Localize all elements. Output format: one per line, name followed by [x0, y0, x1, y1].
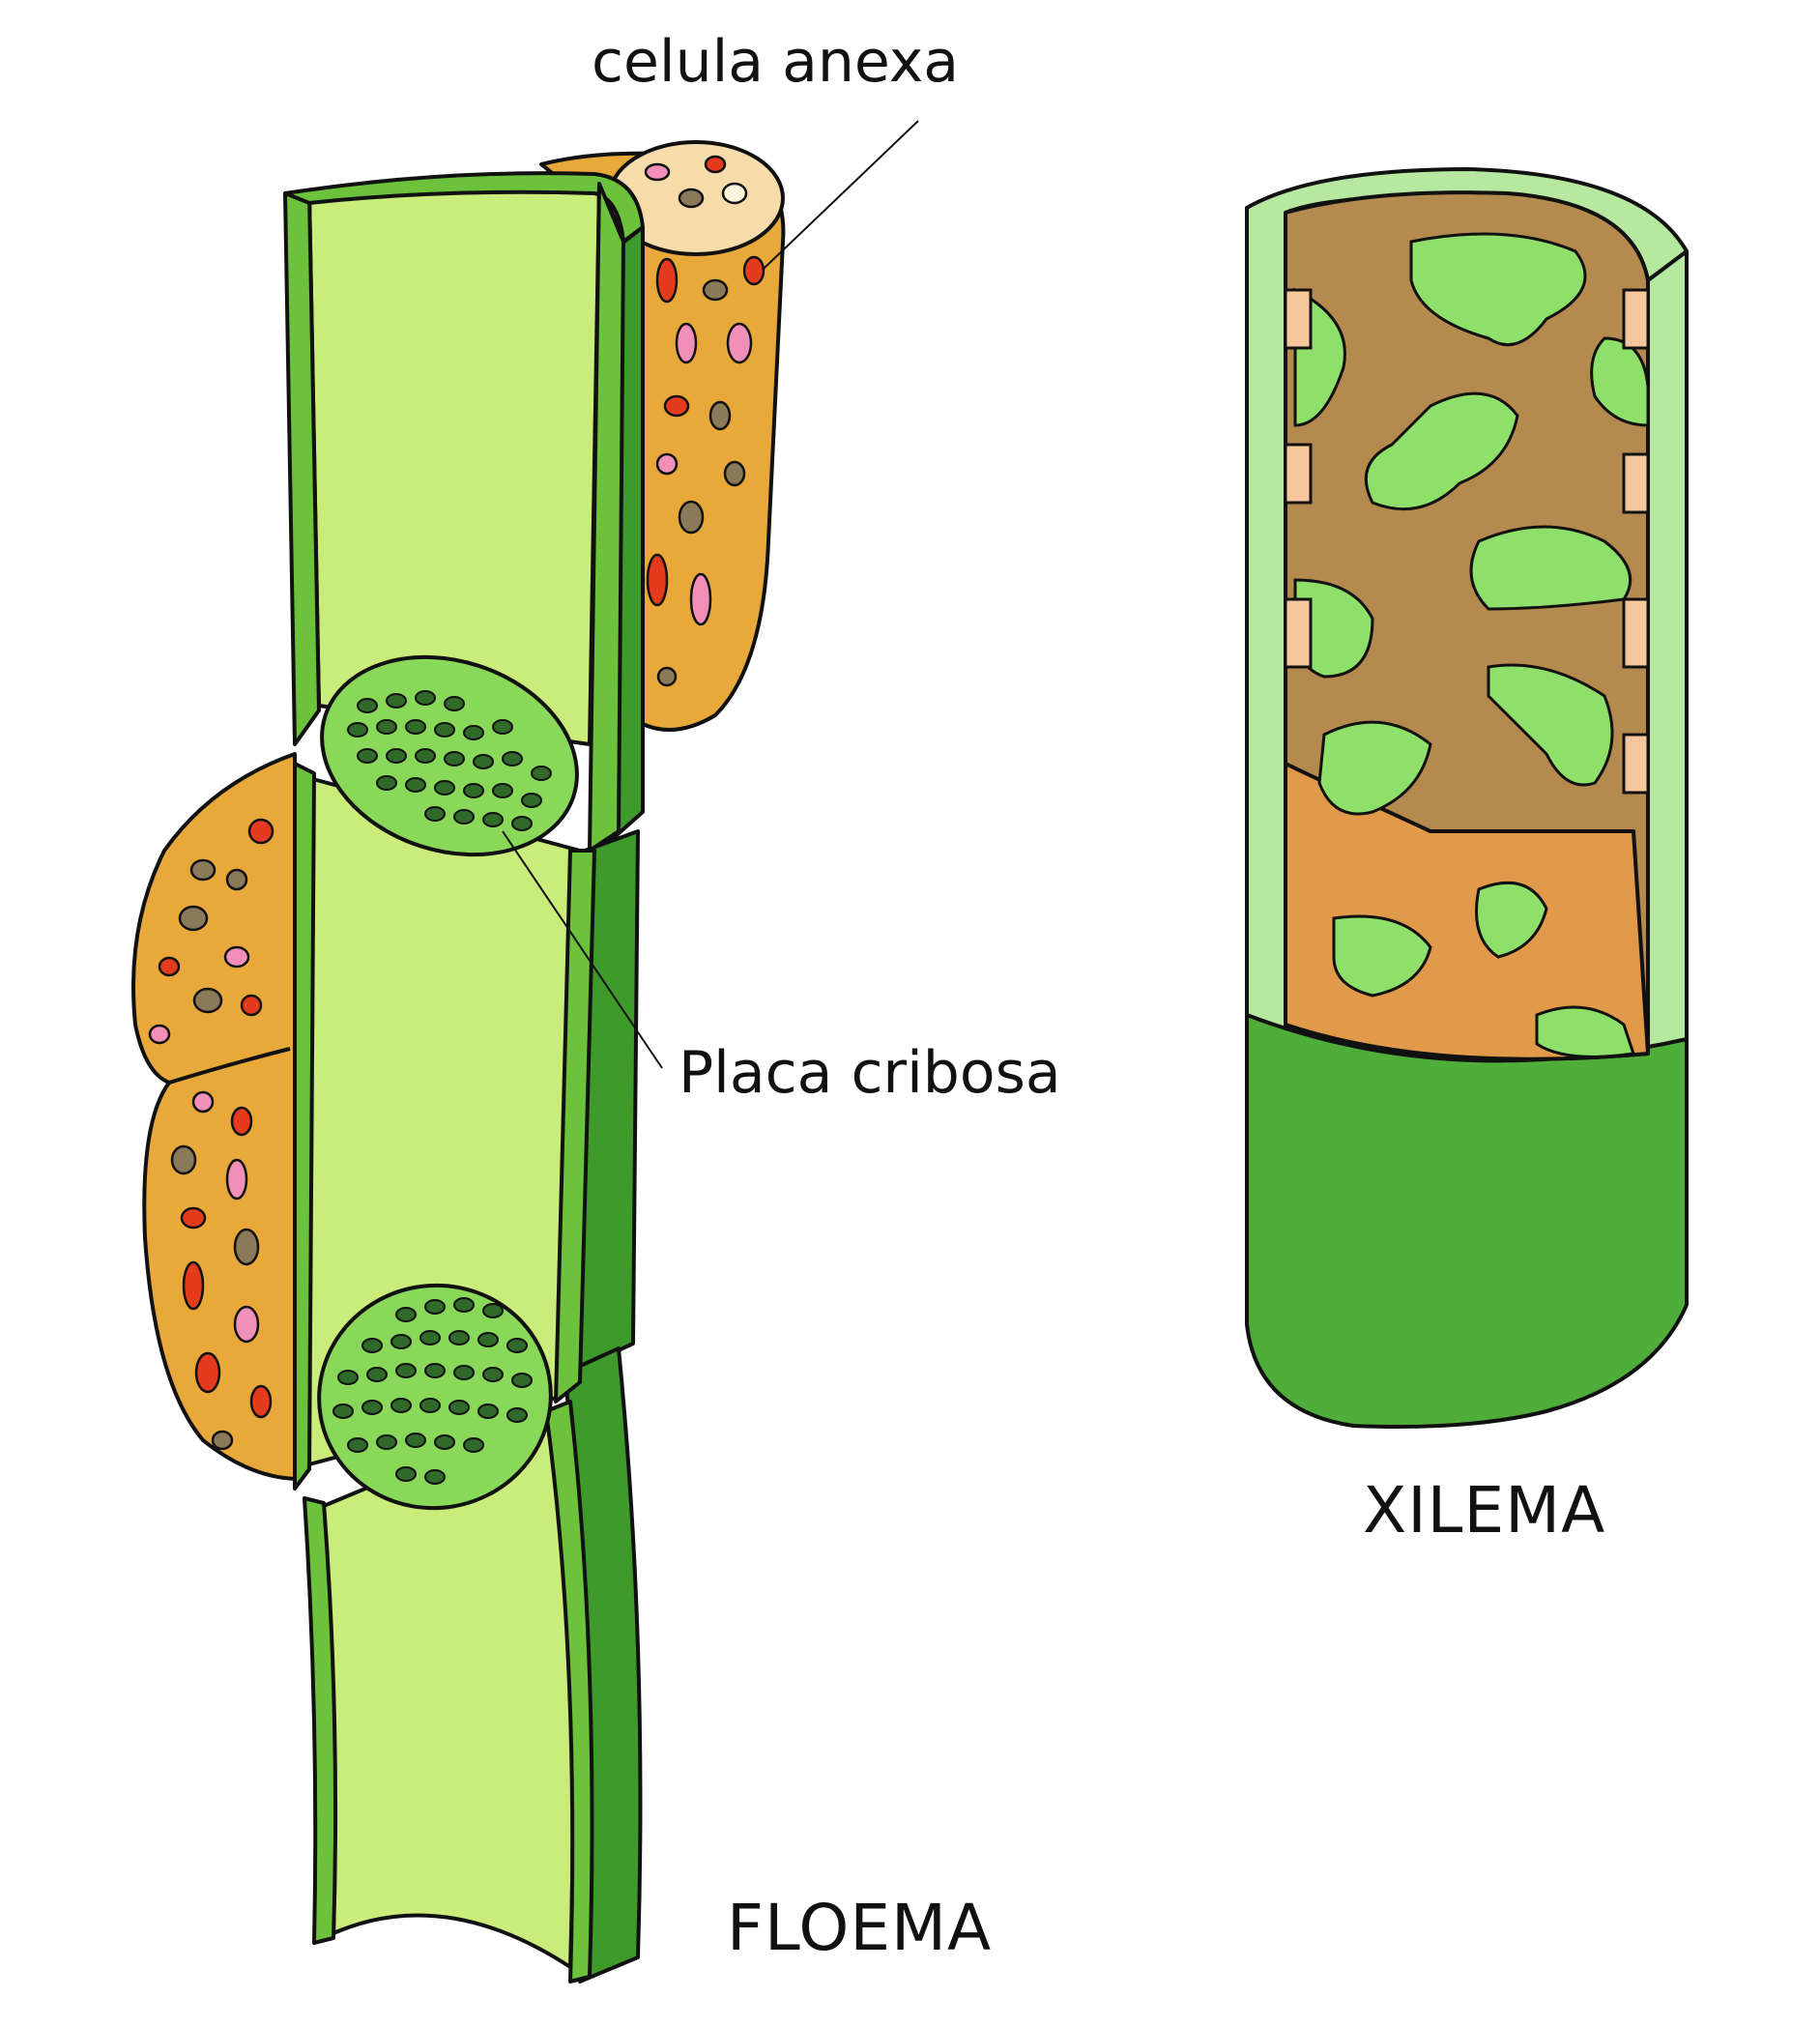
leader-lines: [502, 120, 919, 1069]
phloem-tube-top-rim: [283, 171, 645, 244]
leader-line-celula-anexa: [763, 120, 919, 270]
sieve-pores-upper: [347, 690, 552, 831]
companion-cell-lower: [131, 752, 302, 1481]
phloem-drawing: [131, 140, 786, 1983]
label-xilema: XILEMA: [1363, 1473, 1606, 1548]
phloem-tube-lumen: [307, 182, 601, 1969]
label-celula-anexa: celula anexa: [592, 28, 960, 96]
leader-line-placa-cribosa: [502, 830, 663, 1069]
xylem-drawing: [1245, 167, 1689, 1429]
label-floema: FLOEMA: [727, 1891, 993, 1965]
phloem-tube-inner-wall-right: [588, 182, 625, 853]
xylem-wall-notches: [1284, 288, 1650, 795]
phloem-tube-left-wall: [283, 191, 338, 1945]
sieve-pores-lower: [332, 1297, 533, 1485]
companion-cell-organelles: [148, 155, 766, 1451]
label-placa-cribosa: Placa cribosa: [679, 1039, 1061, 1107]
